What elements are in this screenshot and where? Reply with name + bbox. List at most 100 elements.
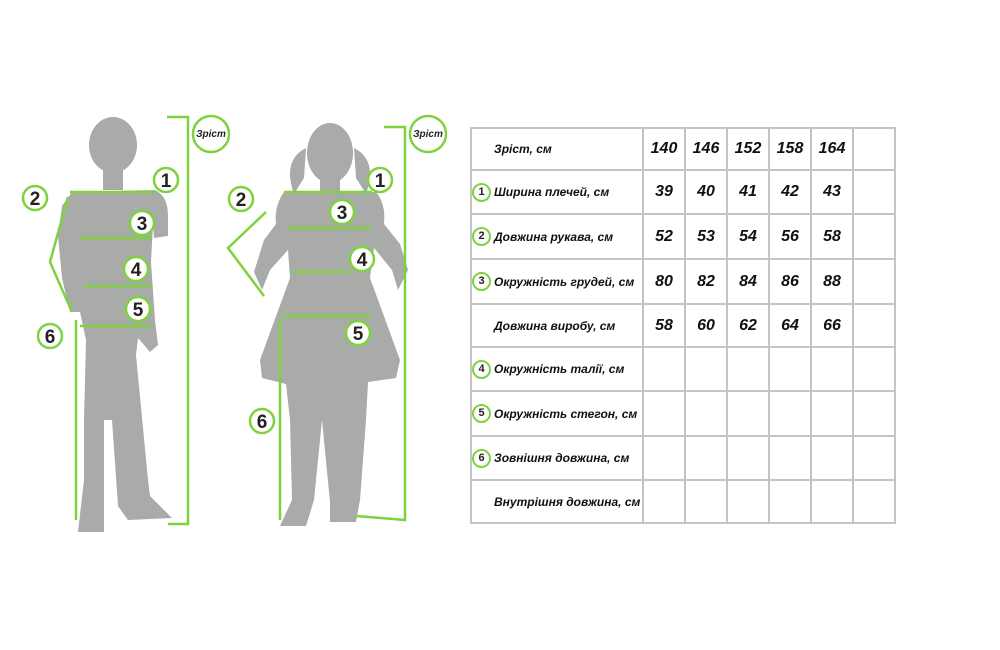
marker-badge: 1 [152, 166, 180, 194]
value-cell [852, 169, 896, 215]
value-cell: 53 [684, 213, 728, 260]
value-cell [684, 346, 728, 392]
value-cell: 56 [768, 213, 812, 260]
row-marker-badge: 3 [472, 272, 491, 291]
value-cell: 39 [642, 169, 686, 215]
svg-text:Зріст: Зріст [413, 129, 443, 140]
value-cell [726, 346, 770, 392]
value-cell: 60 [684, 303, 728, 348]
value-cell [852, 346, 896, 392]
row-marker-badge: 5 [472, 404, 491, 423]
size-cell: 140 [642, 127, 686, 171]
value-cell: 41 [726, 169, 770, 215]
value-cell: 86 [768, 258, 812, 305]
size-cell: 158 [768, 127, 812, 171]
row-marker-badge: 4 [472, 359, 491, 379]
measurement-figures: 1 2 3 4 5 6 1 2 [21, 114, 448, 532]
value-cell [642, 390, 686, 437]
value-cell [642, 346, 686, 392]
girl-measure-lines [226, 125, 407, 522]
row-label: Окружність талії, см [494, 362, 625, 376]
size-cell [852, 127, 896, 171]
value-cell [684, 390, 728, 437]
value-cell [768, 435, 812, 481]
marker-badge: 3 [328, 198, 356, 226]
row-marker-badge [472, 140, 491, 159]
size-cell: 152 [726, 127, 770, 171]
value-cell [642, 479, 686, 524]
svg-text:1: 1 [375, 171, 386, 192]
value-cell: 84 [726, 258, 770, 305]
marker-badge: 2 [21, 184, 49, 212]
size-cell: 146 [684, 127, 728, 171]
value-cell [852, 390, 896, 437]
svg-text:6: 6 [45, 327, 56, 348]
value-cell: 66 [810, 303, 854, 348]
row-label: Внутрішня довжина, см [494, 494, 641, 509]
height-badge-girl: Зріст [408, 114, 448, 154]
svg-text:3: 3 [337, 203, 348, 224]
marker-badge: 4 [348, 245, 376, 273]
value-cell: 88 [810, 258, 854, 305]
value-cell [810, 390, 854, 437]
svg-text:Зріст: Зріст [196, 129, 226, 140]
row-label: Ширина плечей, см [494, 185, 610, 199]
value-cell: 80 [642, 258, 686, 305]
svg-text:6: 6 [257, 412, 268, 433]
value-cell [726, 479, 770, 524]
value-cell: 58 [642, 303, 686, 348]
marker-badges: 1 2 3 4 5 6 1 2 [21, 166, 394, 435]
marker-badge: 6 [248, 407, 276, 435]
value-cell [768, 390, 812, 437]
marker-badge: 5 [124, 295, 152, 323]
value-cell [810, 346, 854, 392]
boy-measure-lines [48, 115, 190, 526]
value-cell [810, 435, 854, 481]
value-cell [852, 258, 896, 305]
svg-text:2: 2 [30, 189, 41, 210]
size-cell: 164 [810, 127, 854, 171]
value-cell [726, 390, 770, 437]
value-cell: 82 [684, 258, 728, 305]
value-cell: 40 [684, 169, 728, 215]
marker-badge: 4 [122, 255, 150, 283]
marker-badge: 6 [36, 322, 64, 350]
value-cell [852, 303, 896, 348]
svg-text:1: 1 [161, 171, 172, 192]
row-label: Довжина рукава, см [494, 229, 614, 244]
value-cell [642, 435, 686, 481]
header-label: Зріст, см [494, 142, 552, 156]
svg-text:5: 5 [133, 300, 144, 321]
value-cell [684, 435, 728, 481]
marker-badge: 3 [128, 209, 156, 237]
row-marker-badge: 2 [472, 227, 491, 246]
value-cell [768, 479, 812, 524]
svg-text:4: 4 [357, 250, 368, 271]
row-label-cell: Внутрішня довжина, см [470, 479, 644, 524]
value-cell: 42 [768, 169, 812, 215]
value-cell: 52 [642, 213, 686, 260]
value-cell [852, 435, 896, 481]
value-cell: 54 [726, 213, 770, 260]
marker-badge: 1 [366, 166, 394, 194]
value-cell: 43 [810, 169, 854, 215]
value-cell [810, 479, 854, 524]
value-cell: 64 [768, 303, 812, 348]
height-badge-boy: Зріст [191, 114, 231, 154]
header-label-cell: Зріст, см [470, 127, 644, 171]
marker-badge: 5 [344, 319, 372, 347]
row-label: Окружність грудей, см [494, 274, 635, 289]
row-label: Зовнішня довжина, см [494, 451, 630, 465]
row-marker-badge: 1 [472, 182, 491, 202]
value-cell [852, 213, 896, 260]
